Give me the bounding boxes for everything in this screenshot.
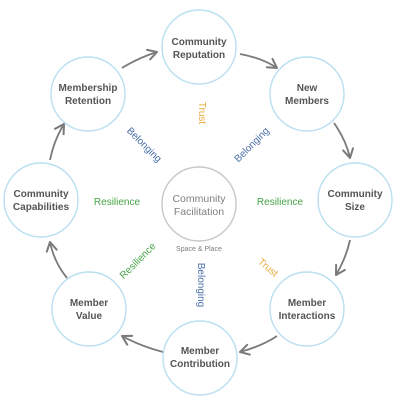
arrow-new-members-to-size <box>333 122 355 160</box>
belonging-label-right: Belonging <box>233 126 272 165</box>
node-label-line1: Member <box>181 346 219 357</box>
center-node-community-facilitation: Community Facilitation Space & Place <box>161 166 237 253</box>
trust-label-top: Trust <box>196 102 207 125</box>
resilience-label-right: Resilience <box>257 197 304 208</box>
node-community-size: Community Size <box>317 162 393 238</box>
center-label-line2: Facilitation <box>174 206 224 218</box>
node-member-value: Member Value <box>51 271 127 347</box>
center-sublabel: Space & Place <box>176 246 222 253</box>
node-label-line2: Value <box>76 311 103 322</box>
arrow-size-to-interactions <box>334 239 351 277</box>
trust-label-right: Trust <box>255 257 279 280</box>
node-label-line2: Retention <box>65 96 111 107</box>
node-community-reputation: Community Reputation <box>161 9 237 85</box>
node-label-line2: Contribution <box>170 359 230 370</box>
node-label-line1: Membership <box>59 83 118 94</box>
arrow-contribution-to-value <box>120 334 164 353</box>
node-label-line2: Interactions <box>279 311 336 322</box>
arrow-reputation-to-new-members <box>239 53 279 70</box>
resilience-label-left: Resilience <box>94 197 141 208</box>
node-label-line2: Members <box>285 96 329 107</box>
node-label-line1: Member <box>70 298 108 309</box>
node-label-line1: Member <box>288 298 326 309</box>
node-label-line2: Reputation <box>173 50 225 61</box>
node-new-members: New Members <box>269 56 345 132</box>
node-label-line2: Size <box>345 202 365 213</box>
node-community-capabilities: Community Capabilities <box>3 162 79 238</box>
cycle-arrows <box>45 48 355 356</box>
arrow-value-to-capabilities <box>45 240 68 279</box>
center-label-line1: Community <box>172 193 226 205</box>
node-label-line2: Capabilities <box>13 202 70 213</box>
resilience-label-bottom: Resilience <box>118 241 159 282</box>
node-label-line1: Community <box>14 189 69 200</box>
node-label-line1: Community <box>172 37 227 48</box>
arrow-capabilities-to-retention <box>49 122 66 161</box>
arrow-interactions-to-contribution <box>238 335 278 356</box>
node-membership-retention: Membership Retention <box>50 56 126 132</box>
node-member-contribution: Member Contribution <box>162 320 238 396</box>
node-label-line1: New <box>297 83 318 94</box>
belonging-label-bottom: Belonging <box>195 263 206 307</box>
arrow-retention-to-reputation <box>121 48 159 69</box>
node-label-line1: Community <box>328 189 383 200</box>
node-member-interactions: Member Interactions <box>269 271 345 347</box>
belonging-label-left: Belonging <box>124 126 163 165</box>
